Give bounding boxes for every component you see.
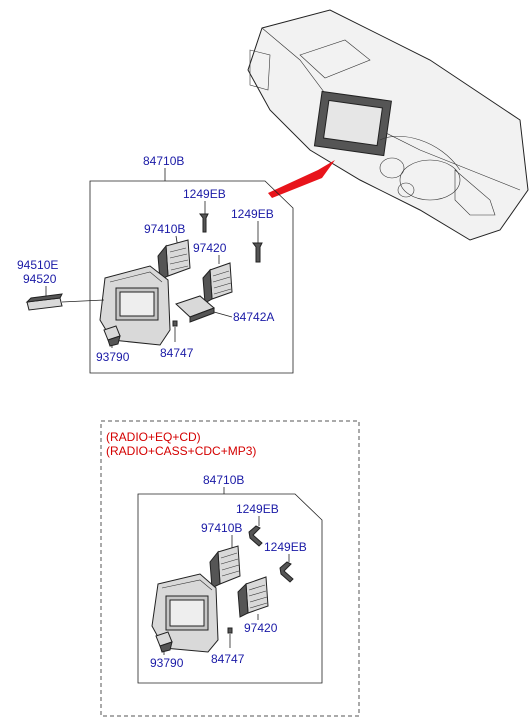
bottom-screw-a-label: 1249EB: [236, 502, 279, 516]
option-condition-1: (RADIO+EQ+CD): [106, 430, 201, 444]
top-screw-b-label: 1249EB: [231, 207, 274, 221]
bottom-assembly-group: 84710B 1249EB 1249EB 97410B 97420: [137, 473, 323, 684]
option-box: (RADIO+EQ+CD) (RADIO+CASS+CDC+MP3): [100, 420, 360, 717]
screw-icon: [279, 561, 294, 583]
switch-a-label: 94510E: [17, 258, 58, 272]
bottom-screw-b-label: 1249EB: [264, 540, 307, 554]
clip-part: [103, 325, 121, 347]
screw-icon: [248, 525, 263, 547]
tray-part: [175, 295, 215, 323]
top-vent-left-label: 97410B: [144, 222, 185, 236]
bottom-assembly-label: 84710B: [203, 473, 244, 487]
top-assembly-label: 84710B: [143, 154, 184, 168]
top-vent-right-label: 97420: [193, 241, 227, 255]
vent-right-part: [202, 262, 233, 304]
top-screw-a-label: 1249EB: [183, 187, 226, 201]
dashboard-illustration: [247, 9, 529, 241]
tray-label: 84742A: [233, 310, 274, 324]
vent-left-part: [209, 545, 241, 589]
bottom-assembly-frame: [137, 493, 323, 684]
switch-b-label: 94520: [23, 272, 57, 286]
top-assembly-frame: [89, 180, 294, 374]
top-clip-label: 93790: [96, 350, 130, 364]
option-condition-2: (RADIO+CASS+CDC+MP3): [106, 444, 256, 458]
bottom-vent-right-label: 97420: [244, 621, 278, 635]
bottom-clip-label: 93790: [150, 656, 184, 670]
center-bezel-part: [99, 265, 171, 346]
top-small-clip-label: 84747: [160, 346, 194, 360]
vent-left-part: [157, 239, 191, 281]
bottom-vent-left-label: 97410B: [201, 521, 242, 535]
screw-icon: [252, 242, 263, 263]
screw-icon: [199, 213, 209, 233]
bottom-small-clip-label: 84747: [211, 652, 245, 666]
vent-right-part: [237, 576, 269, 618]
clip-part: [155, 631, 173, 653]
small-clip-part: [227, 627, 233, 634]
switch-part: [25, 293, 63, 311]
top-assembly-group: 84710B 1249EB 1249EB 97410B 97420: [17, 154, 294, 374]
small-clip-part: [172, 320, 178, 327]
pointer-arrow: [268, 160, 335, 198]
